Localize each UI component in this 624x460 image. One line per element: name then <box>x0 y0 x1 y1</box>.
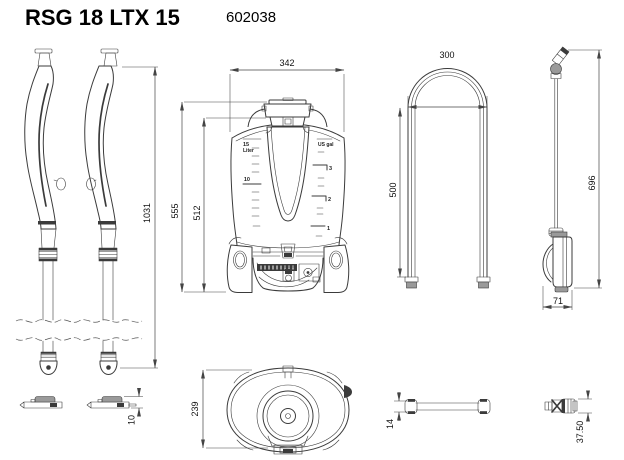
dim-value-37-50: 37.50 <box>575 421 585 444</box>
dim-value-342: 342 <box>279 58 294 68</box>
carry-straps-view: 1031 10 <box>15 48 158 425</box>
dim-value-239: 239 <box>190 401 200 416</box>
dim-value-696: 696 <box>587 175 597 190</box>
strap-clip-profiles: 10 <box>19 387 143 425</box>
dimension-strap-length: 1031 <box>120 66 158 369</box>
gal-mark-1: 1 <box>327 226 330 232</box>
dim-value-500: 500 <box>388 182 398 197</box>
gal-mark-2: 2 <box>328 197 331 203</box>
gal-mark-3: 3 <box>329 166 332 172</box>
tank-front-view: 342 15 Liter 10 US gal <box>170 58 350 293</box>
gal-unit-label: US gal <box>318 142 334 148</box>
article-number: 602038 <box>226 9 276 26</box>
spray-lance-view: 696 71 <box>542 46 602 310</box>
dim-value-71: 71 <box>553 296 563 306</box>
title-block: RSG 18 LTX 15 602038 <box>25 5 276 30</box>
scale-mid-label: 10 <box>244 177 250 183</box>
tank-top-view: 239 <box>190 365 352 455</box>
dim-value-10: 10 <box>127 415 137 425</box>
dim-value-555: 555 <box>170 203 180 218</box>
nozzle-side-view: 37.50 <box>544 390 592 444</box>
carry-frame-view: 300 500 <box>388 50 491 289</box>
liters-scale: 15 Liter 10 <box>242 138 262 227</box>
scale-max-label: 15 <box>243 142 249 148</box>
dim-value-300: 300 <box>439 50 454 60</box>
dim-value-1031: 1031 <box>142 203 152 223</box>
page-title: RSG 18 LTX 15 <box>25 5 180 30</box>
dim-value-512: 512 <box>192 205 202 220</box>
frame-side-profile-view: 14 <box>385 392 491 429</box>
gallons-scale: US gal 3 2 1 <box>310 138 334 237</box>
scale-unit-label: Liter <box>243 148 254 154</box>
dim-value-14: 14 <box>385 419 395 429</box>
